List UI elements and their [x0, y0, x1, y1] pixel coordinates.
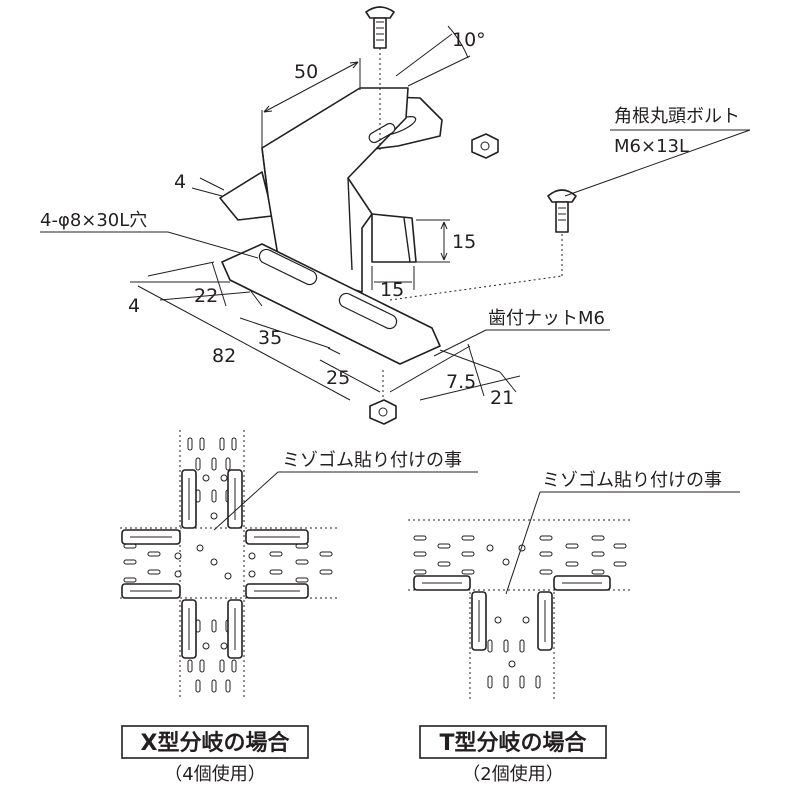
- width-50-dim: 50: [294, 61, 318, 83]
- base-slot-1: [258, 248, 318, 286]
- dimension-lines: [40, 25, 751, 401]
- x-case-caption: X型分岐の場合 （4個使用）: [121, 725, 309, 785]
- bolt-size-label: M6×13L: [614, 136, 689, 157]
- thickness-4-top-dim: 4: [174, 171, 186, 193]
- holes-label: 4-φ8×30L穴: [40, 210, 147, 231]
- length-22-dim: 22: [194, 285, 218, 307]
- x-bracket-bottom-left: [121, 583, 197, 659]
- bracket-isometric-view: [219, 87, 443, 365]
- thickness-4-left-dim: 4: [128, 295, 140, 317]
- length-25-dim: 25: [326, 367, 350, 389]
- t-case-title: T型分岐の場合: [439, 730, 587, 756]
- t-branch-diagram: [408, 491, 740, 700]
- x-bracket-top-left: [121, 469, 197, 545]
- x-case-count: （4個使用）: [164, 764, 265, 785]
- width-21-dim: 21: [490, 387, 514, 409]
- rubber-note-t: ミゾゴム貼り付けの事: [542, 470, 722, 491]
- t-case-caption: T型分岐の場合 （2個使用）: [419, 725, 607, 785]
- rubber-note-x: ミゾゴム貼り付けの事: [282, 450, 462, 471]
- height-15-dim: 15: [452, 231, 476, 253]
- t-bracket-right: [537, 575, 611, 651]
- offset-7-5-dim: 7.5: [446, 371, 476, 393]
- bolt-name-label: 角根丸頭ボルト: [614, 106, 740, 127]
- x-branch-diagram: [120, 430, 478, 700]
- length-35-dim: 35: [258, 327, 282, 349]
- base-slot-2: [338, 292, 398, 330]
- nut-icon-bottom: [369, 370, 397, 425]
- bolt-icon-top: [365, 6, 395, 150]
- nut-icon-right: [471, 133, 499, 159]
- depth-15-dim: 15: [380, 279, 404, 301]
- angle-dim: 10°: [452, 29, 486, 51]
- t-case-count: （2個使用）: [462, 764, 563, 785]
- x-bracket-bottom-right: [227, 583, 309, 659]
- nut-label: 歯付ナットM6: [488, 308, 605, 329]
- x-case-title: X型分岐の場合: [141, 730, 291, 756]
- bolt-icon-right: [547, 189, 577, 276]
- length-82-dim: 82: [212, 345, 236, 367]
- t-bracket-left: [413, 575, 487, 651]
